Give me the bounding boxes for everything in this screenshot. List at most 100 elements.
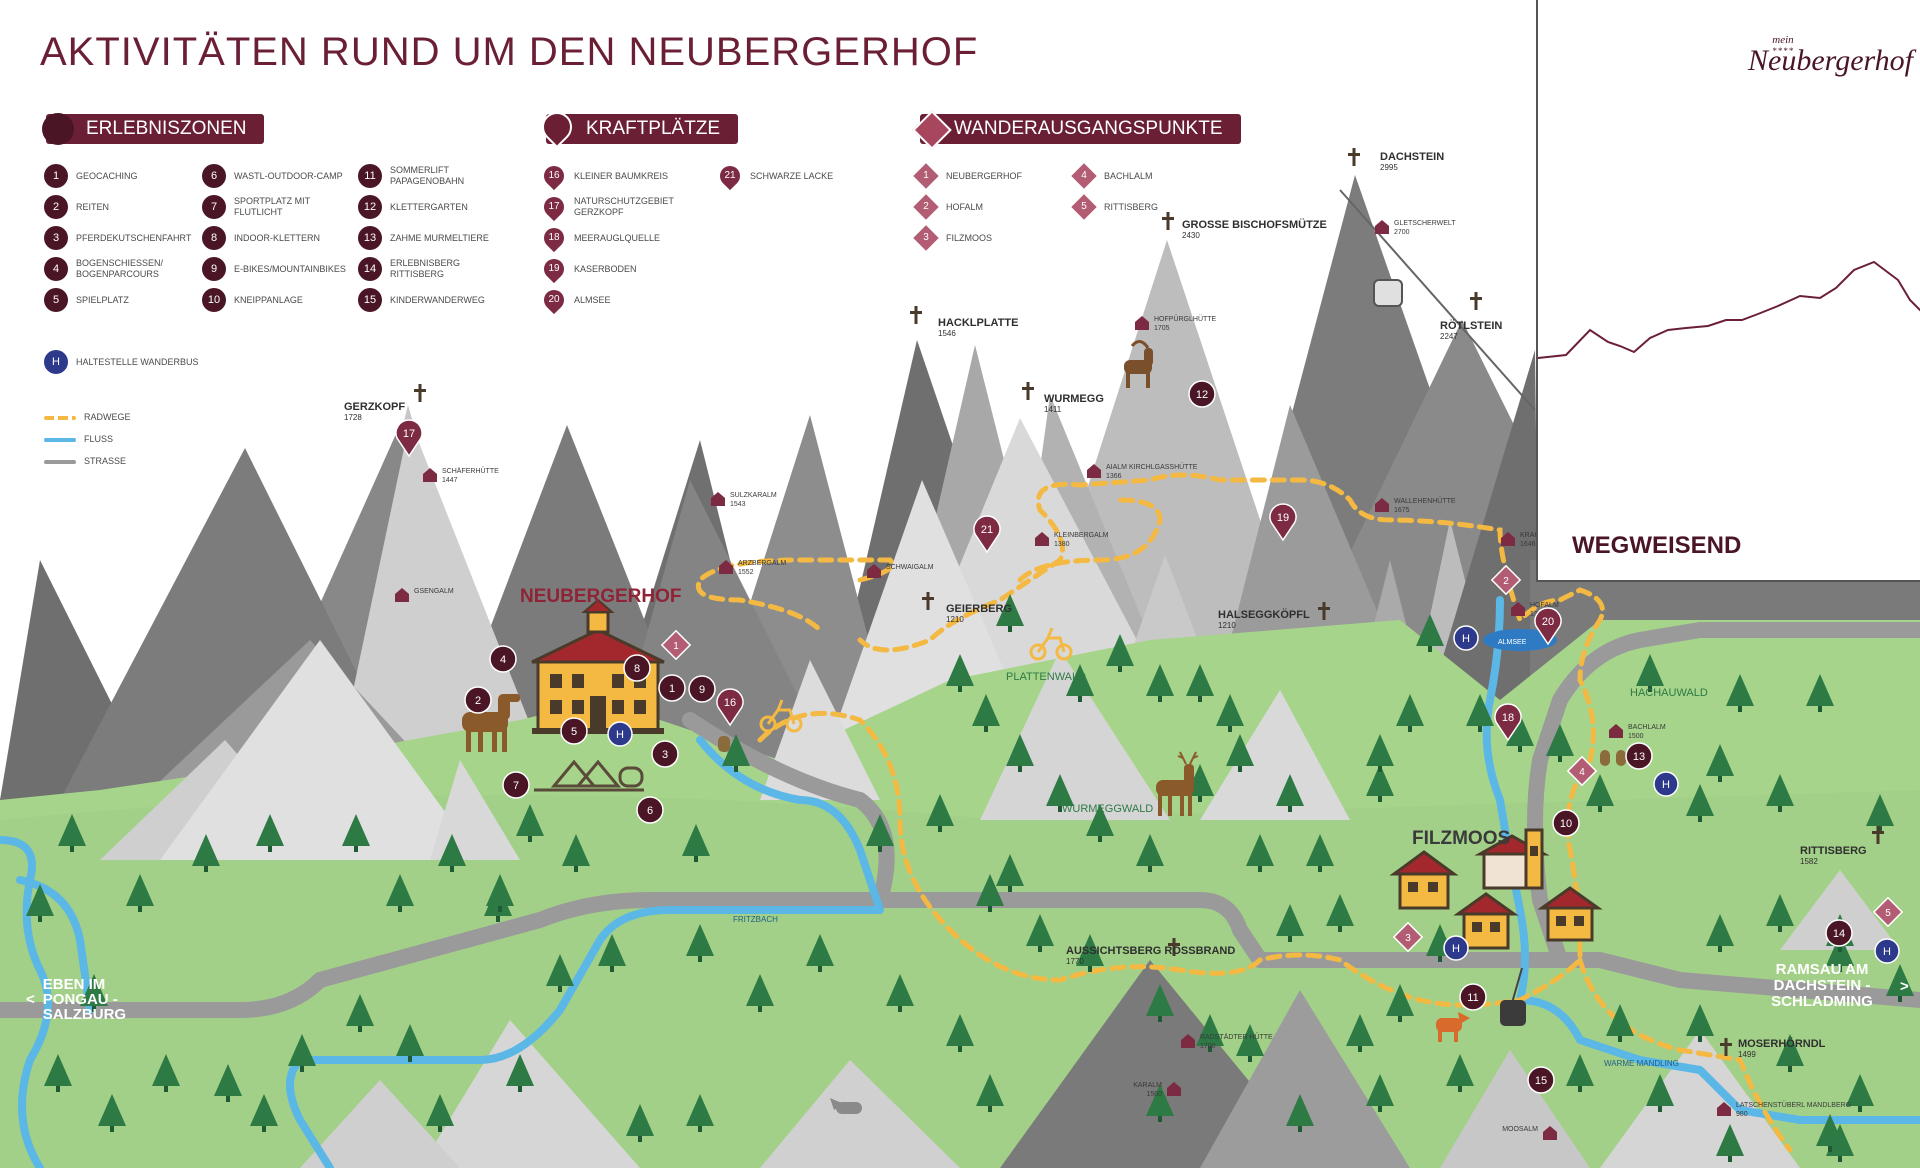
bus-stop-icon[interactable] [1874, 938, 1900, 964]
camp-icon [534, 759, 644, 792]
tree-icon [126, 874, 154, 906]
map-marker-erlebniszone-1[interactable]: 1 [658, 674, 686, 702]
circle-marker[interactable] [502, 771, 530, 799]
bus-stop-marker-2[interactable]: H [1653, 771, 1679, 797]
marker-number: 1 [673, 641, 679, 652]
pin-marker[interactable] [1269, 503, 1297, 542]
peak-elevation: 1411 [1044, 405, 1062, 414]
diamond-marker[interactable] [1392, 921, 1424, 953]
bus-stop-marker-4[interactable]: H [1874, 938, 1900, 964]
map-marker-erlebniszone-5[interactable]: 5 [560, 717, 588, 745]
map-marker-erlebniszone-10[interactable]: 10 [1552, 809, 1580, 837]
pin-marker[interactable] [1494, 703, 1522, 742]
bus-stop-marker-3[interactable]: H [1443, 935, 1469, 961]
summit-cross-bar [1872, 831, 1884, 834]
marker-number: 7 [513, 780, 519, 792]
map-marker-erlebniszone-15[interactable]: 15 [1527, 1066, 1555, 1094]
bus-stop-icon[interactable] [1653, 771, 1679, 797]
map-marker-erlebniszone-11[interactable]: 11 [1459, 983, 1487, 1011]
map-marker-kraftplatz-17[interactable]: 17 [395, 419, 423, 458]
map-marker-kraftplatz-18[interactable]: 18 [1494, 703, 1522, 742]
circle-marker[interactable] [560, 717, 588, 745]
marker-number: 5 [571, 726, 577, 738]
circle-marker[interactable] [1188, 380, 1216, 408]
diamond-marker[interactable] [1872, 896, 1904, 928]
marker-number: 4 [1081, 170, 1087, 181]
tree-icon [1466, 694, 1494, 726]
map-marker-wanderausgangspunkt-2[interactable]: 2 [1490, 564, 1522, 596]
bus-stop-icon[interactable] [607, 721, 633, 747]
circle-marker[interactable] [688, 675, 716, 703]
tree-icon [98, 1094, 126, 1126]
tree-trunk [1738, 706, 1742, 712]
pin-marker[interactable] [716, 688, 744, 727]
map-marker-wanderausgangspunkt-5[interactable]: 5 [1872, 896, 1904, 928]
map-marker-erlebniszone-14[interactable]: 14 [1825, 919, 1853, 947]
line-swatch-icon [44, 459, 76, 464]
circle-marker[interactable] [658, 674, 686, 702]
section-badge-erlebniszonen: ERLEBNISZONEN [42, 113, 265, 145]
map-marker-erlebniszone-6[interactable]: 6 [636, 796, 664, 824]
tree-trunk [1698, 816, 1702, 822]
circle-marker[interactable] [651, 740, 679, 768]
tree-icon [1026, 914, 1054, 946]
tree-trunk [638, 1136, 642, 1142]
circle-marker[interactable] [1825, 919, 1853, 947]
diamond-marker[interactable] [1490, 564, 1522, 596]
circle-marker[interactable] [1459, 983, 1487, 1011]
tree-trunk [1238, 766, 1242, 772]
map-marker-erlebniszone-4[interactable]: 4 [489, 645, 517, 673]
map-marker-erlebniszone-2[interactable]: 2 [464, 686, 492, 714]
summit-cross-icon [1876, 826, 1880, 844]
circle-marker[interactable] [489, 645, 517, 673]
arrow-right-icon: > [1900, 977, 1909, 995]
pin-marker[interactable] [395, 419, 423, 458]
tree-trunk [958, 1046, 962, 1052]
map-marker-erlebniszone-12[interactable]: 12 [1188, 380, 1216, 408]
map-marker-erlebniszone-8[interactable]: 8 [623, 654, 651, 682]
peak-elevation: 2247 [1440, 332, 1458, 341]
tree-icon [1726, 674, 1754, 706]
tree-trunk [1838, 1156, 1842, 1162]
bus-stop-icon[interactable] [1453, 625, 1479, 651]
logo-stars: **** [1772, 46, 1794, 56]
pin-marker[interactable] [973, 515, 1001, 554]
hut-icon [1609, 724, 1623, 738]
bus-stop-icon[interactable] [1443, 935, 1469, 961]
diamond-marker[interactable] [1566, 755, 1598, 787]
map-marker-wanderausgangspunkt-4[interactable]: 4 [1566, 755, 1598, 787]
tree-trunk [878, 846, 882, 852]
map-marker-kraftplatz-21[interactable]: 21 [973, 515, 1001, 554]
map-marker-erlebniszone-9[interactable]: 9 [688, 675, 716, 703]
map-marker-kraftplatz-19[interactable]: 19 [1269, 503, 1297, 542]
marker-number: 5 [1081, 201, 1087, 212]
legend-item-label: INDOOR-KLETTERN [234, 232, 321, 243]
diamond-marker[interactable] [660, 629, 692, 661]
bus-stop-marker-0[interactable]: H [607, 721, 633, 747]
map-marker-wanderausgangspunkt-1[interactable]: 1 [660, 629, 692, 661]
map-marker-erlebniszone-13[interactable]: 13 [1625, 742, 1653, 770]
bus-stop-marker-1[interactable]: H [1453, 625, 1479, 651]
diamond-number-marker: 4 [1071, 163, 1097, 189]
circle-marker[interactable] [1625, 742, 1653, 770]
circle-marker[interactable] [623, 654, 651, 682]
circle-marker[interactable] [1527, 1066, 1555, 1094]
map-marker-kraftplatz-20[interactable]: 20 [1534, 607, 1562, 646]
pin-marker[interactable] [1534, 607, 1562, 646]
tree-trunk [354, 846, 358, 852]
circle-marker[interactable] [464, 686, 492, 714]
tree-icon [1216, 694, 1244, 726]
hut-name: WALLEHENHÜTTE [1394, 497, 1456, 505]
map-marker-erlebniszone-7[interactable]: 7 [502, 771, 530, 799]
map-marker-wanderausgangspunkt-3[interactable]: 3 [1392, 921, 1424, 953]
forest-label-wurmeggwald: WURMEGGWALD [1062, 803, 1153, 815]
tree-trunk [1718, 946, 1722, 952]
map-marker-erlebniszone-3[interactable]: 3 [651, 740, 679, 768]
circle-marker[interactable] [1552, 809, 1580, 837]
tree-trunk [758, 1006, 762, 1012]
tree-trunk [450, 866, 454, 872]
peak-elevation: 1210 [1218, 621, 1236, 630]
circle-marker[interactable] [636, 796, 664, 824]
map-marker-kraftplatz-16[interactable]: 16 [716, 688, 744, 727]
